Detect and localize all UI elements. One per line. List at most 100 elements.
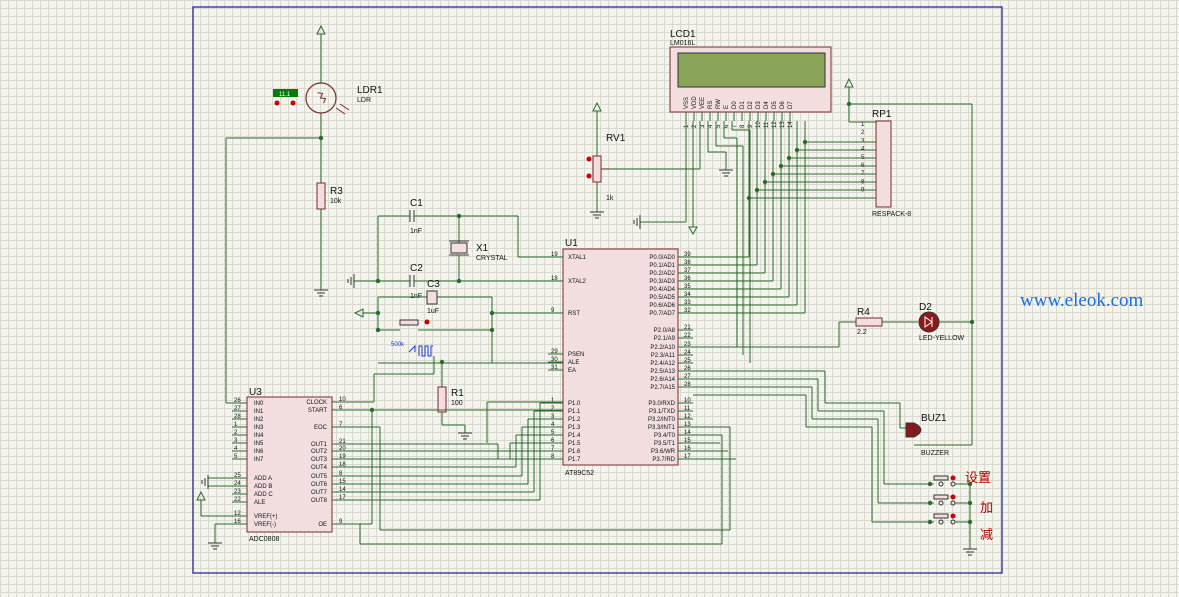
push-button-handle[interactable] <box>950 494 956 500</box>
c1-value: 1nF <box>410 228 422 235</box>
ground-symbol <box>590 211 604 219</box>
u1-at89c52[interactable]: U1 AT89C52 <box>562 238 679 477</box>
push-button[interactable] <box>933 494 949 500</box>
ground-symbol <box>719 169 733 177</box>
lcd-pin-name: RS <box>708 101 714 109</box>
buz1[interactable] <box>905 422 922 438</box>
r3[interactable] <box>316 182 326 210</box>
u1-pin-number: 22 <box>684 333 691 339</box>
rv1-up-button[interactable] <box>586 156 592 162</box>
u1-pin-number: 37 <box>684 268 691 274</box>
u3-adc0808[interactable]: U3 ADC0808 <box>246 387 333 543</box>
u1-pin-number: 5 <box>551 430 555 436</box>
ldr-dec-button[interactable] <box>274 100 280 106</box>
u3-pin-name: OE <box>318 522 327 528</box>
x1-crystal[interactable] <box>450 242 468 254</box>
u1-pin-number: 18 <box>551 276 558 282</box>
ldr-meter-value: 11.1 <box>279 92 291 98</box>
u3-pin-name: IN6 <box>254 449 264 455</box>
u3-pin-name: OUT5 <box>311 474 328 480</box>
u1-pin-name: XTAL2 <box>568 279 587 285</box>
u3-pin-number: 18 <box>339 462 346 468</box>
clock-freq: 500k <box>391 342 405 348</box>
ground-symbol <box>347 274 355 288</box>
rv1[interactable] <box>592 155 602 183</box>
u3-pin-name: VREF(+) <box>254 514 278 520</box>
u1-pin-number: 32 <box>684 308 691 314</box>
adc-data-bus <box>347 402 736 501</box>
buz1-ref: BUZ1 <box>921 413 947 424</box>
u1-pin-name: P1.0 <box>568 401 581 407</box>
lcd-pin-number: 4 <box>708 124 714 128</box>
push-button-handle[interactable] <box>950 475 956 481</box>
clock-generator[interactable] <box>418 345 433 357</box>
u1-pin-number: 36 <box>684 276 691 282</box>
ldr-resistor-symbol <box>317 92 327 104</box>
lcd-pin-number: 3 <box>700 124 706 128</box>
u1-pin-name: P0.0/AD0 <box>649 255 675 261</box>
ldr-inc-button[interactable] <box>290 100 296 106</box>
u1-pin-number: 24 <box>684 350 691 356</box>
u1-pin-name: P2.7/A15 <box>650 385 675 391</box>
r4[interactable] <box>855 317 883 327</box>
u1-pin-number: 39 <box>684 252 691 258</box>
u3-pin-number: 7 <box>339 422 343 428</box>
d2-led[interactable] <box>918 311 940 333</box>
u3-pin-number: 15 <box>339 479 346 485</box>
u1-pin-name: P3.3/INT1 <box>648 425 676 431</box>
lcd-pin-number: 5 <box>716 124 722 128</box>
lcd1[interactable]: LCD1 LM016L <box>669 29 832 113</box>
lcd-pin-number: 10 <box>756 121 762 128</box>
rp1-pin-number: 3 <box>861 138 865 144</box>
rv1-down-button[interactable] <box>586 173 592 179</box>
ground-symbol <box>314 289 328 297</box>
u3-pin-number: 3 <box>234 438 238 444</box>
u1-pin-name: P2.0/A8 <box>654 328 676 334</box>
ground-symbol <box>633 215 641 229</box>
lcd-pin-name: E <box>724 105 730 109</box>
ground-symbol <box>208 542 222 550</box>
ground-symbol <box>963 548 977 556</box>
r1[interactable] <box>437 386 447 413</box>
c3[interactable] <box>426 290 438 305</box>
u1-pin-name: P3.2/INT0 <box>648 417 676 423</box>
u1-pin-name: P2.1/A9 <box>654 336 676 342</box>
u3-pin-number: 9 <box>339 519 343 525</box>
u3-pin-number: 14 <box>339 487 346 493</box>
u1-pin-name: P1.3 <box>568 425 581 431</box>
lcd-pin-name: D0 <box>732 101 738 109</box>
u1-ref: U1 <box>565 238 578 249</box>
u3-pin-name: IN2 <box>254 417 264 423</box>
push-button[interactable] <box>933 513 949 519</box>
u3-pin-name: IN4 <box>254 433 264 439</box>
u1-pin-name: EA <box>568 368 576 374</box>
push-button-handle[interactable] <box>950 513 956 519</box>
reset-button[interactable] <box>399 319 419 326</box>
ldr-ref: LDR1 <box>357 85 383 96</box>
rp1[interactable]: RP1 RESPACK-8 <box>872 109 911 218</box>
push-button[interactable] <box>933 475 949 481</box>
u1-pin-number: 21 <box>684 325 691 331</box>
u3-pin-number: 25 <box>234 473 241 479</box>
u1-pin-number: 2 <box>551 406 555 412</box>
u1-pin-name: P0.6/AD6 <box>649 303 675 309</box>
u3-ref: U3 <box>249 387 262 398</box>
u1-pin-number: 17 <box>684 454 691 460</box>
buz1-part: BUZZER <box>921 450 949 457</box>
u3-pin-number: 22 <box>234 497 241 503</box>
u1-pin-name: XTAL1 <box>568 255 587 261</box>
r1-ref: R1 <box>451 388 464 399</box>
power-arrow <box>844 77 854 88</box>
c2-ref: C2 <box>410 263 423 274</box>
ldr1[interactable]: 11.1 LDR1 LDR <box>273 82 383 115</box>
u3-pin-name: OUT7 <box>311 490 328 496</box>
u3-pin-name: OUT3 <box>311 457 328 463</box>
rp1-pin-number: 9 <box>861 188 865 194</box>
u1-part: AT89C52 <box>565 470 594 477</box>
d2-ref: D2 <box>919 302 932 313</box>
reset-button-handle[interactable] <box>424 319 430 325</box>
sheet-border <box>192 6 1003 574</box>
ldr-meter <box>273 89 298 97</box>
